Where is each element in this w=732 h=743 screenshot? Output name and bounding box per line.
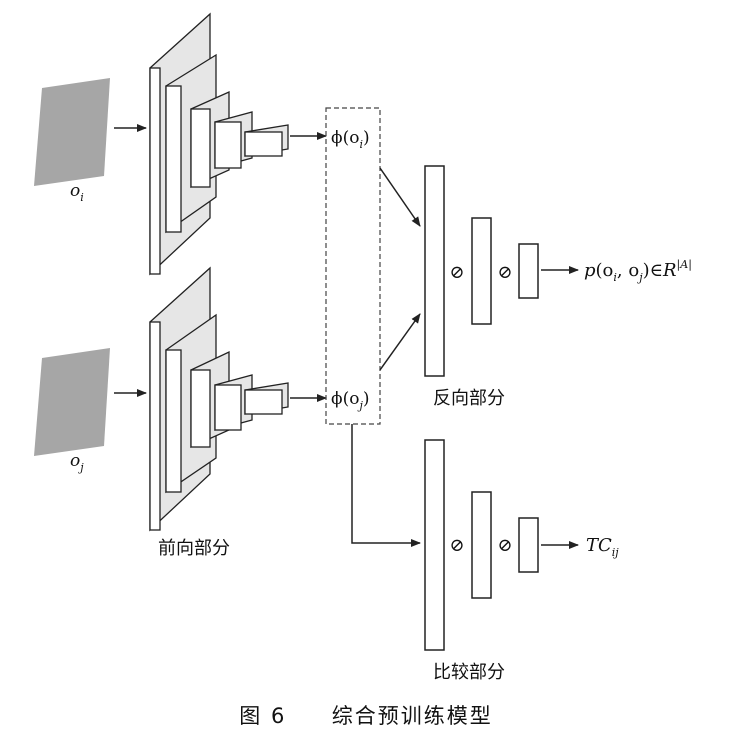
- figure-caption: 图 6 综合预训练模型: [0, 700, 732, 730]
- arrow-feature-bottom-to-reverse: [379, 313, 421, 371]
- section-label-reverse: 反向部分: [433, 388, 505, 409]
- section-label-compare: 比较部分: [433, 662, 505, 683]
- cnn-stack-bottom: [149, 266, 289, 532]
- compare-network: [424, 439, 539, 651]
- figure-number: 图 6: [239, 704, 287, 728]
- input-label-oi: oi: [70, 181, 84, 204]
- feature-phi-oi: ϕ(oi): [331, 128, 370, 151]
- neuron-symbol-reverse-1: ⊘: [449, 262, 464, 283]
- section-label-forward: 前向部分: [158, 538, 230, 559]
- arrow-feature-top-to-reverse: [379, 167, 421, 227]
- output-reverse-label: p(oi, oj)∈R|A|: [584, 258, 692, 284]
- neuron-symbol-compare-2: ⊘: [497, 535, 512, 556]
- neuron-symbol-compare-1: ⊘: [449, 535, 464, 556]
- input-label-oj: oj: [70, 451, 84, 474]
- input-image-oi: [34, 78, 110, 186]
- figure-title: 综合预训练模型: [331, 704, 493, 728]
- reverse-network: [424, 165, 539, 377]
- neuron-symbol-reverse-2: ⊘: [497, 262, 512, 283]
- feature-box: [325, 107, 381, 425]
- arrow-feature-to-compare: [351, 424, 421, 547]
- feature-phi-oj: ϕ(oj): [331, 389, 370, 412]
- model-diagram: oi oj 前向部分 ϕ(oi) ϕ: [34, 12, 692, 683]
- cnn-stack-top: [149, 12, 289, 276]
- input-image-oj: [34, 348, 110, 456]
- output-compare-label: TCij: [586, 535, 619, 559]
